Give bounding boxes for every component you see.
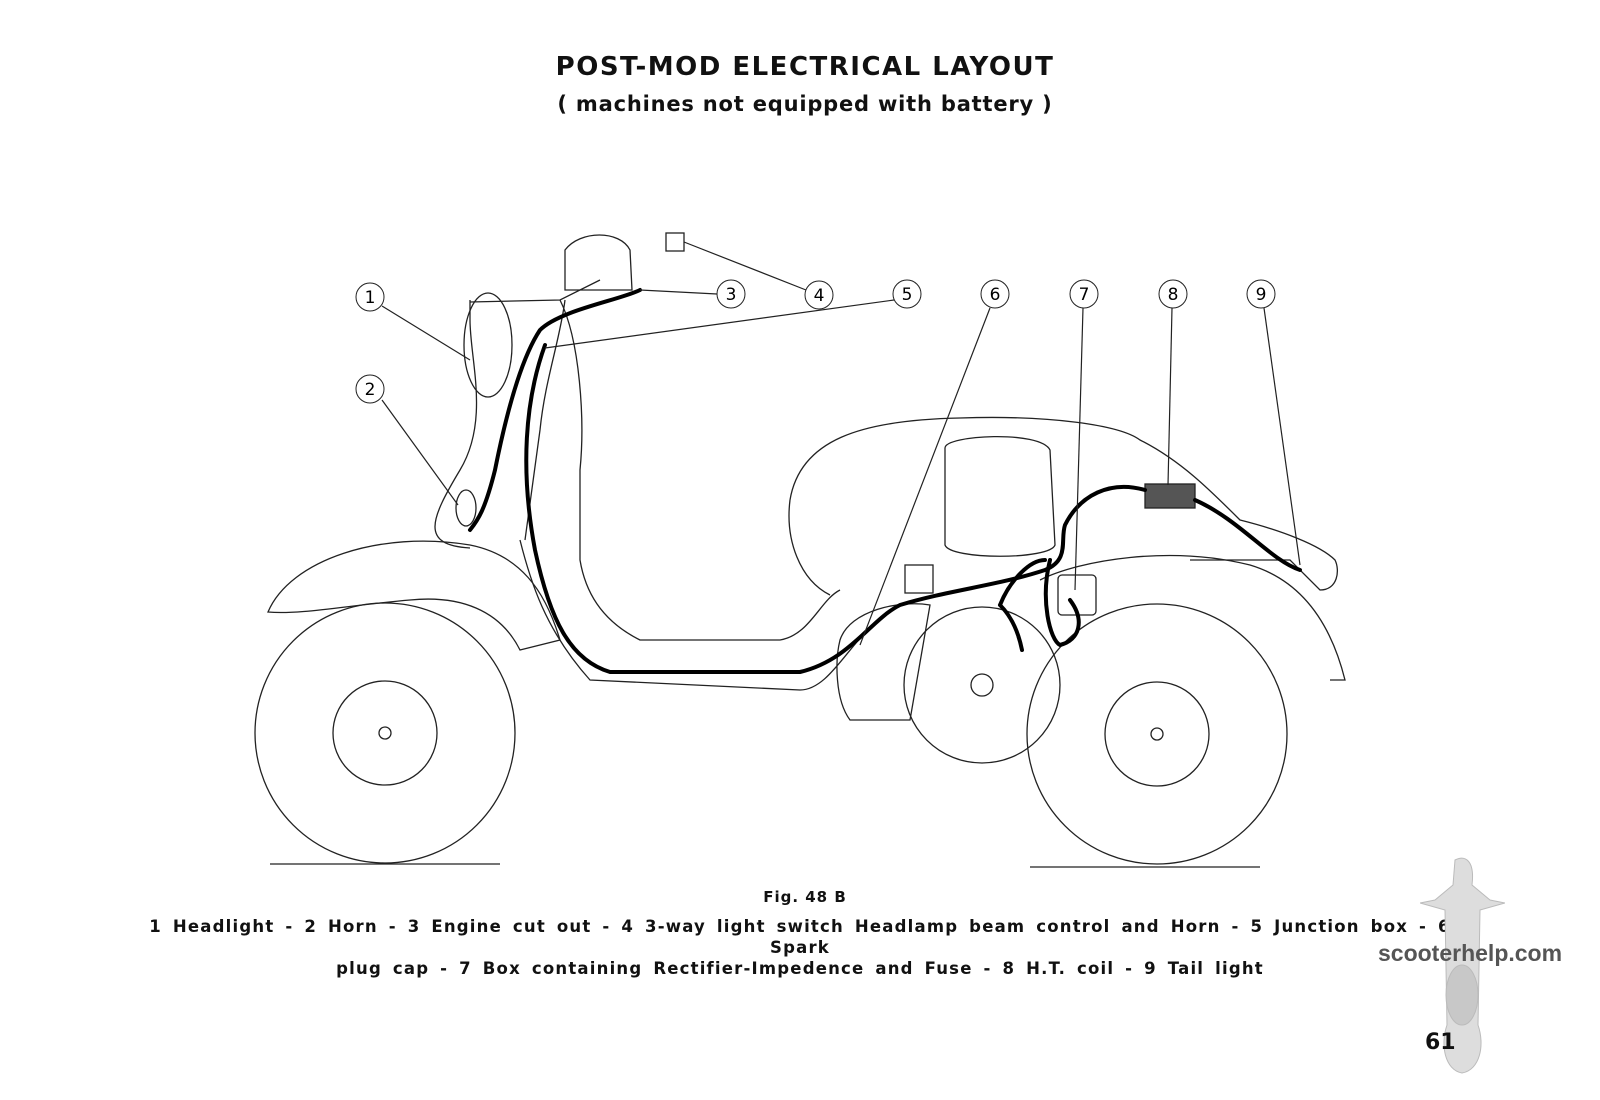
svg-text:9: 9	[1256, 285, 1267, 305]
callout-2: 2	[355, 374, 385, 404]
figure-label: Fig. 48 B	[763, 888, 847, 906]
callout-4: 4	[804, 280, 834, 310]
callout-3: 3	[716, 279, 746, 309]
headlight	[463, 292, 513, 398]
svg-text:7: 7	[1079, 285, 1090, 305]
watermark-text: scooterhelp.com	[1378, 940, 1563, 966]
page-title: POST-MOD ELECTRICAL LAYOUT	[555, 52, 1055, 82]
svg-text:6: 6	[990, 285, 1001, 305]
ht-coil	[1144, 483, 1196, 509]
front-wheel	[254, 602, 516, 864]
callouts: 1 2 3 4 5 6 7 8 9	[355, 279, 1276, 404]
callout-8: 8	[1158, 279, 1188, 309]
svg-text:2: 2	[365, 380, 376, 400]
callout-5: 5	[892, 279, 922, 309]
callout-1: 1	[355, 282, 385, 312]
horn	[455, 489, 477, 527]
svg-text:5: 5	[902, 285, 913, 305]
callout-7: 7	[1069, 279, 1099, 309]
legend-line-1: 1 Headlight - 2 Horn - 3 Engine cut out …	[149, 917, 1451, 957]
leader-lines	[381, 241, 1301, 646]
callout-9: 9	[1246, 279, 1276, 309]
page-subtitle: ( machines not equipped with battery )	[557, 92, 1053, 116]
rear-wheel	[1026, 603, 1288, 865]
page-number: 61	[1425, 1030, 1456, 1055]
figure-legend: 1 Headlight - 2 Horn - 3 Engine cut out …	[140, 916, 1460, 979]
wiring-harness	[468, 288, 1302, 674]
svg-text:3: 3	[726, 285, 737, 305]
legend-line-2: plug cap - 7 Box containing Rectifier-Im…	[336, 959, 1264, 978]
svg-text:1: 1	[365, 288, 376, 308]
svg-text:4: 4	[814, 286, 825, 306]
light-switch	[665, 232, 685, 252]
callout-6: 6	[980, 279, 1010, 309]
svg-text:8: 8	[1168, 285, 1179, 305]
scooter-watermark-image	[1420, 857, 1505, 1074]
